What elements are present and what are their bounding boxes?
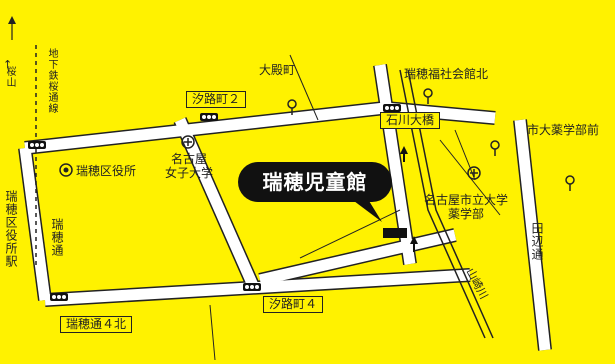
bus-stop-label-kawamura: 大殿町 (259, 63, 296, 77)
bus-stop-icon (423, 88, 433, 104)
minor-streets (209, 54, 501, 361)
label-tanabe-dori: 田辺通 (530, 222, 544, 261)
label-mizuho-4-kita: 瑞穂通４北 (60, 316, 133, 333)
government-office-icon (59, 163, 73, 177)
bus-stop-icon (565, 175, 575, 191)
callout-pointer (350, 196, 382, 222)
traffic-light-icon (28, 141, 46, 149)
arrow-up-icon (410, 236, 418, 252)
traffic-light-icon (50, 293, 68, 301)
bus-stop-icon (287, 99, 297, 115)
label-left-top: 桜山 (4, 66, 15, 88)
label-mizuho-station: 瑞穂区役所駅 (4, 190, 18, 268)
callout-mizuho-jidoukan: 瑞穂児童館 (238, 162, 392, 202)
traffic-light-icon (243, 283, 261, 291)
compass-icon (8, 16, 16, 40)
label-nagoya-city-univ: 名古屋市立大学 薬学部 (424, 193, 509, 221)
label-ishikawa-ohashi: 石川大橋 (380, 112, 441, 129)
bus-stop-label-mizuho-fukushi: 瑞穂福社会館北 (404, 67, 489, 81)
label-mizuho-dori: 瑞穂通 (50, 218, 64, 257)
label-nagoya-joshi-daigaku: 名古屋 女子大学 (165, 152, 214, 180)
label-shiomicho-4: 汐路町４ (263, 296, 324, 313)
compass-label: ↑ (3, 58, 13, 71)
label-shiomicho-2: 汐路町２ (186, 91, 247, 108)
label-mizuho-ward-office: 瑞穂区役所 (76, 164, 137, 178)
traffic-light-icon (200, 113, 218, 121)
arrow-up-icon (400, 146, 408, 162)
label-subway-line: 地下鉄桜通線 (46, 48, 57, 114)
school-icon (467, 166, 481, 180)
destination-marker (383, 228, 407, 238)
bus-stop-icon (490, 140, 500, 156)
traffic-light-icon (383, 104, 401, 112)
bus-stop-label-yakugaku-mae: 市大薬学部前 (527, 123, 600, 137)
school-icon (181, 135, 195, 149)
